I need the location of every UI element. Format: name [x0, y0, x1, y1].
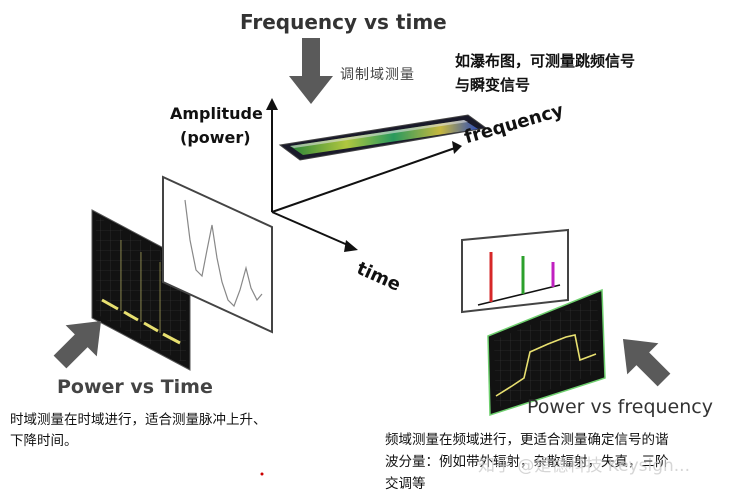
time-axis-arrowhead	[344, 240, 358, 252]
axis-system	[266, 98, 462, 252]
spectrum-lines-frame	[461, 228, 569, 314]
waterfall-display	[278, 114, 488, 161]
time-axis	[271, 211, 351, 247]
amplitude-axis-label-line1: Amplitude	[170, 104, 263, 123]
frequency-domain-desc-line3: 交调等	[385, 476, 426, 492]
waterfall-note-line1: 如瀑布图，可测量跳频信号	[455, 52, 636, 70]
frequency-axis-arrowhead	[452, 141, 462, 154]
frequency-domain-desc-line2: 波分量：例如带外辐射，杂散辐射，失真，三阶	[385, 454, 669, 470]
pulse-trace	[101, 298, 181, 345]
down-arrow-icon	[289, 38, 333, 104]
modulation-domain-label: 调制域测量	[340, 67, 415, 83]
time-domain-desc-line1: 时域测量在时域进行，适合测量脉冲上升、	[10, 412, 267, 428]
spectrum-trace	[495, 334, 597, 397]
time-domain-desc-line2: 下降时间。	[10, 433, 78, 449]
power-vs-time-title: Power vs Time	[57, 376, 213, 398]
power-vs-frequency-title: Power vs frequency	[527, 396, 713, 418]
marker-dot	[260, 472, 264, 476]
frequency-domain-screen	[487, 288, 606, 417]
up-right-arrow-icon	[53, 320, 102, 369]
amplitude-axis-arrowhead	[266, 98, 278, 110]
amplitude-axis-label-line2: (power)	[180, 128, 251, 147]
frequency-vs-time-title: Frequency vs time	[240, 10, 447, 34]
frequency-axis	[271, 147, 456, 213]
time-waveform-frame	[162, 175, 273, 334]
watermark-text: 知乎 @是德科技 Keysigh...	[478, 456, 690, 476]
up-left-arrow-icon	[622, 338, 671, 387]
waterfall-note-line2: 与瞬变信号	[455, 76, 531, 94]
frequency-domain-desc-line1: 频域测量在频域进行，更适合测量确定信号的谐	[385, 432, 669, 448]
